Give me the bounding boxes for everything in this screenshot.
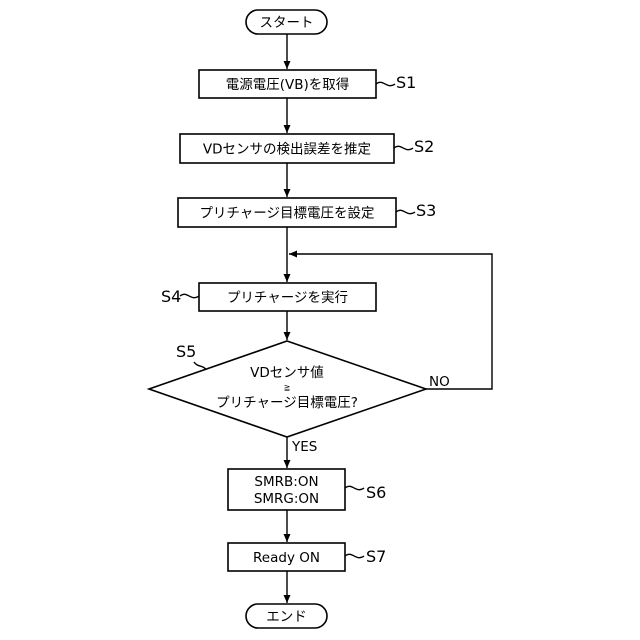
step-s6-leader: [345, 486, 364, 489]
step-s3-id: S3: [416, 201, 436, 220]
step-s5-id: S5: [176, 342, 196, 361]
step-s4-leader: [180, 294, 199, 297]
step-s7-text: Ready ON: [253, 550, 320, 566]
step-s2-id: S2: [414, 137, 434, 156]
start-terminal: スタート: [246, 10, 327, 34]
step-s2-box: VDセンサの検出誤差を推定: [180, 134, 394, 163]
step-s1-id: S1: [396, 73, 416, 92]
step-s3-leader: [396, 210, 415, 213]
step-s4-id: S4: [161, 287, 181, 306]
decision-s5-symbol: ≧: [284, 383, 291, 392]
decision-s5-line2: プリチャージ目標電圧?: [216, 395, 358, 411]
step-s6-line1: SMRB:ON: [254, 474, 318, 490]
end-terminal: エンド: [246, 604, 327, 628]
step-s7-box: Ready ON: [228, 543, 345, 571]
step-s6-box: SMRB:ON SMRG:ON: [228, 469, 345, 510]
step-s7-id: S7: [366, 547, 386, 566]
step-s4-box: プリチャージを実行: [199, 283, 376, 311]
branch-yes-label: YES: [291, 439, 317, 455]
step-s6-id: S6: [366, 483, 386, 502]
start-label: スタート: [260, 15, 314, 31]
decision-s5-line1: VDセンサ値: [250, 365, 324, 381]
step-s2-leader: [394, 146, 413, 149]
branch-no-label: NO: [429, 374, 450, 390]
step-s4-text: プリチャージを実行: [227, 290, 348, 306]
step-s6-line2: SMRG:ON: [254, 491, 319, 507]
step-s1-box: 電源電圧(VB)を取得: [199, 70, 376, 98]
step-s3-text: プリチャージ目標電圧を設定: [199, 206, 374, 222]
step-s2-text: VDセンサの検出誤差を推定: [203, 142, 371, 158]
step-s7-leader: [345, 554, 364, 557]
end-label: エンド: [266, 609, 307, 625]
step-s1-leader: [376, 82, 395, 85]
step-s1-text: 電源電圧(VB)を取得: [226, 76, 350, 93]
step-s3-box: プリチャージ目標電圧を設定: [178, 198, 396, 227]
